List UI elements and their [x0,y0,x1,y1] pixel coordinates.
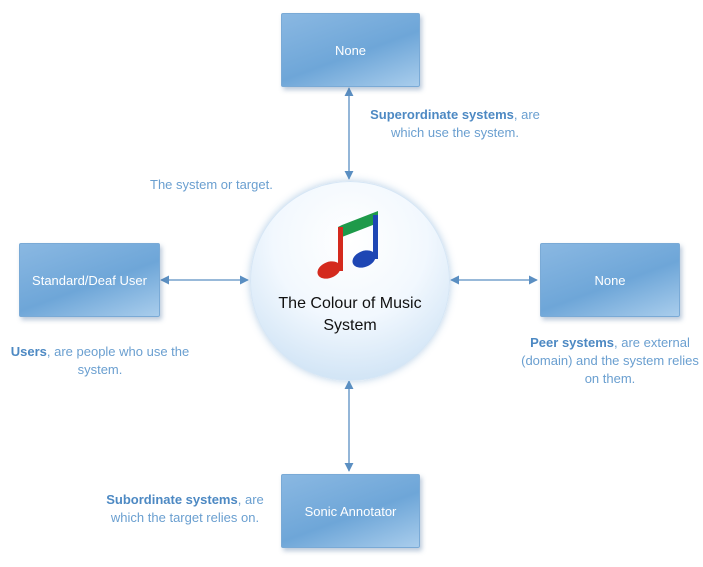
superordinate-box: None [281,13,420,87]
target-note-text: The system or target. [150,177,273,192]
subordinate-note: Subordinate systems, are which the targe… [100,491,270,527]
target-note: The system or target. [150,176,300,194]
peer-box-label: None [594,272,626,288]
superordinate-note-term: Superordinate systems [370,107,514,122]
users-note-text: , are people who use the system. [46,344,190,377]
subordinate-note-text: , are which the target relies on. [110,492,264,525]
superordinate-note-text: , are which use the system. [391,107,540,140]
music-note-icon [317,211,378,279]
user-box-label: Standard/Deaf User [32,272,147,288]
peer-note-text: , are external (domain) and the system r… [521,335,699,386]
superordinate-box-label: None [334,42,367,58]
user-box: Standard/Deaf User [19,243,160,317]
subordinate-box-label: Sonic Annotator [304,503,397,519]
peer-box: None [540,243,680,317]
users-note: Users, are people who use the system. [5,343,195,379]
subordinate-note-term: Subordinate systems [106,492,238,507]
peer-note-term: Peer systems [530,335,614,350]
target-system-circle: The Colour of Music System [250,181,450,381]
superordinate-note: Superordinate systems, are which use the… [355,106,555,142]
subordinate-box: Sonic Annotator [281,474,420,548]
target-system-title: The Colour of Music System [278,295,422,334]
peer-note: Peer systems, are external (domain) and … [515,334,703,388]
users-note-term: Users [10,344,47,359]
